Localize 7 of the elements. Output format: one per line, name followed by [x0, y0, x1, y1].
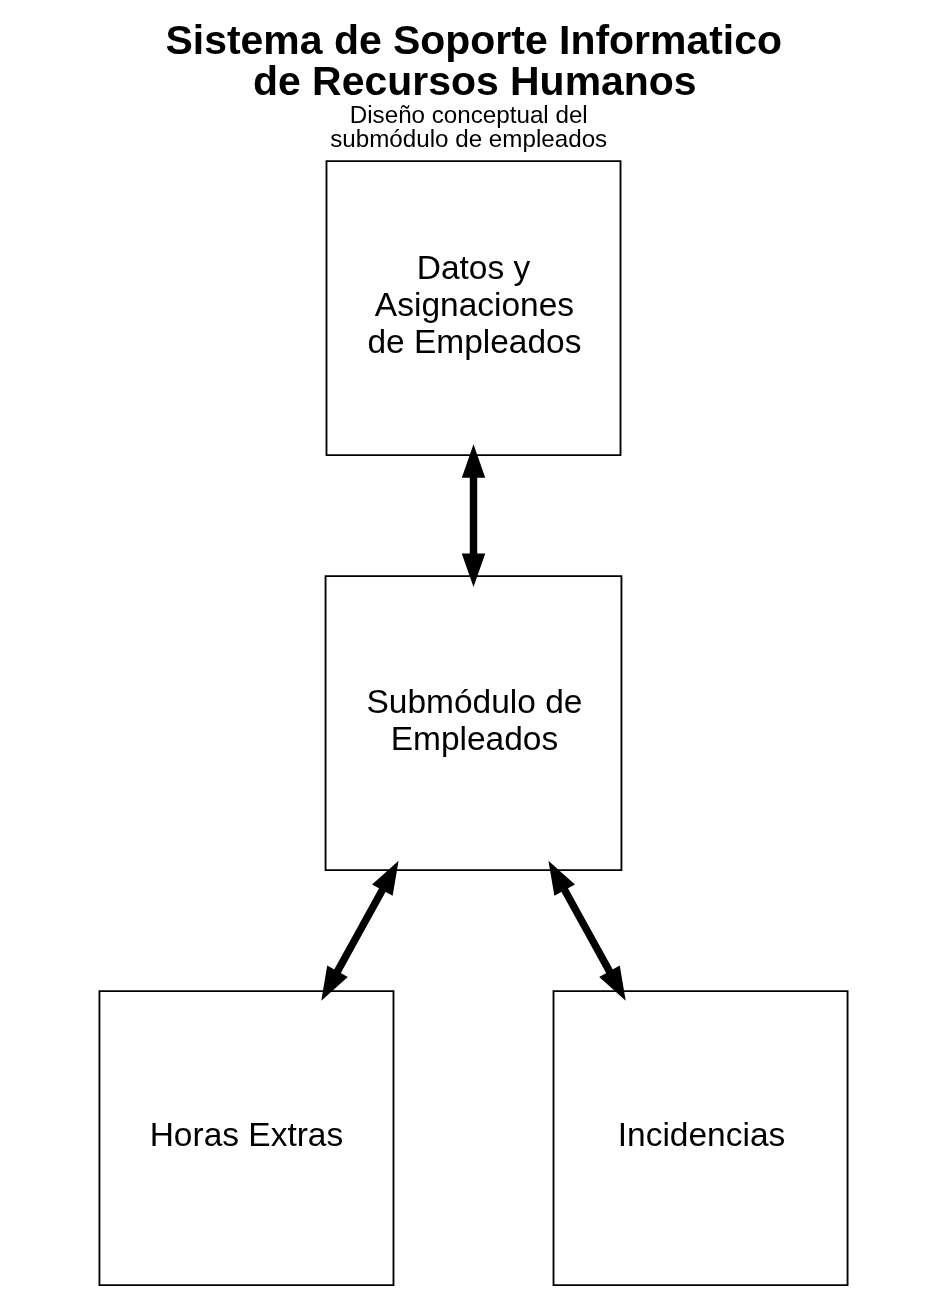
arrow	[321, 860, 399, 1001]
node-box: Incidencias	[552, 990, 849, 1286]
arrow	[548, 860, 626, 1001]
arrow	[461, 444, 486, 588]
node-box: Horas Extras	[98, 990, 395, 1286]
node-box: Submódulo de Empleados	[324, 575, 623, 872]
node-box: Datos y Asignaciones de Empleados	[325, 160, 622, 457]
